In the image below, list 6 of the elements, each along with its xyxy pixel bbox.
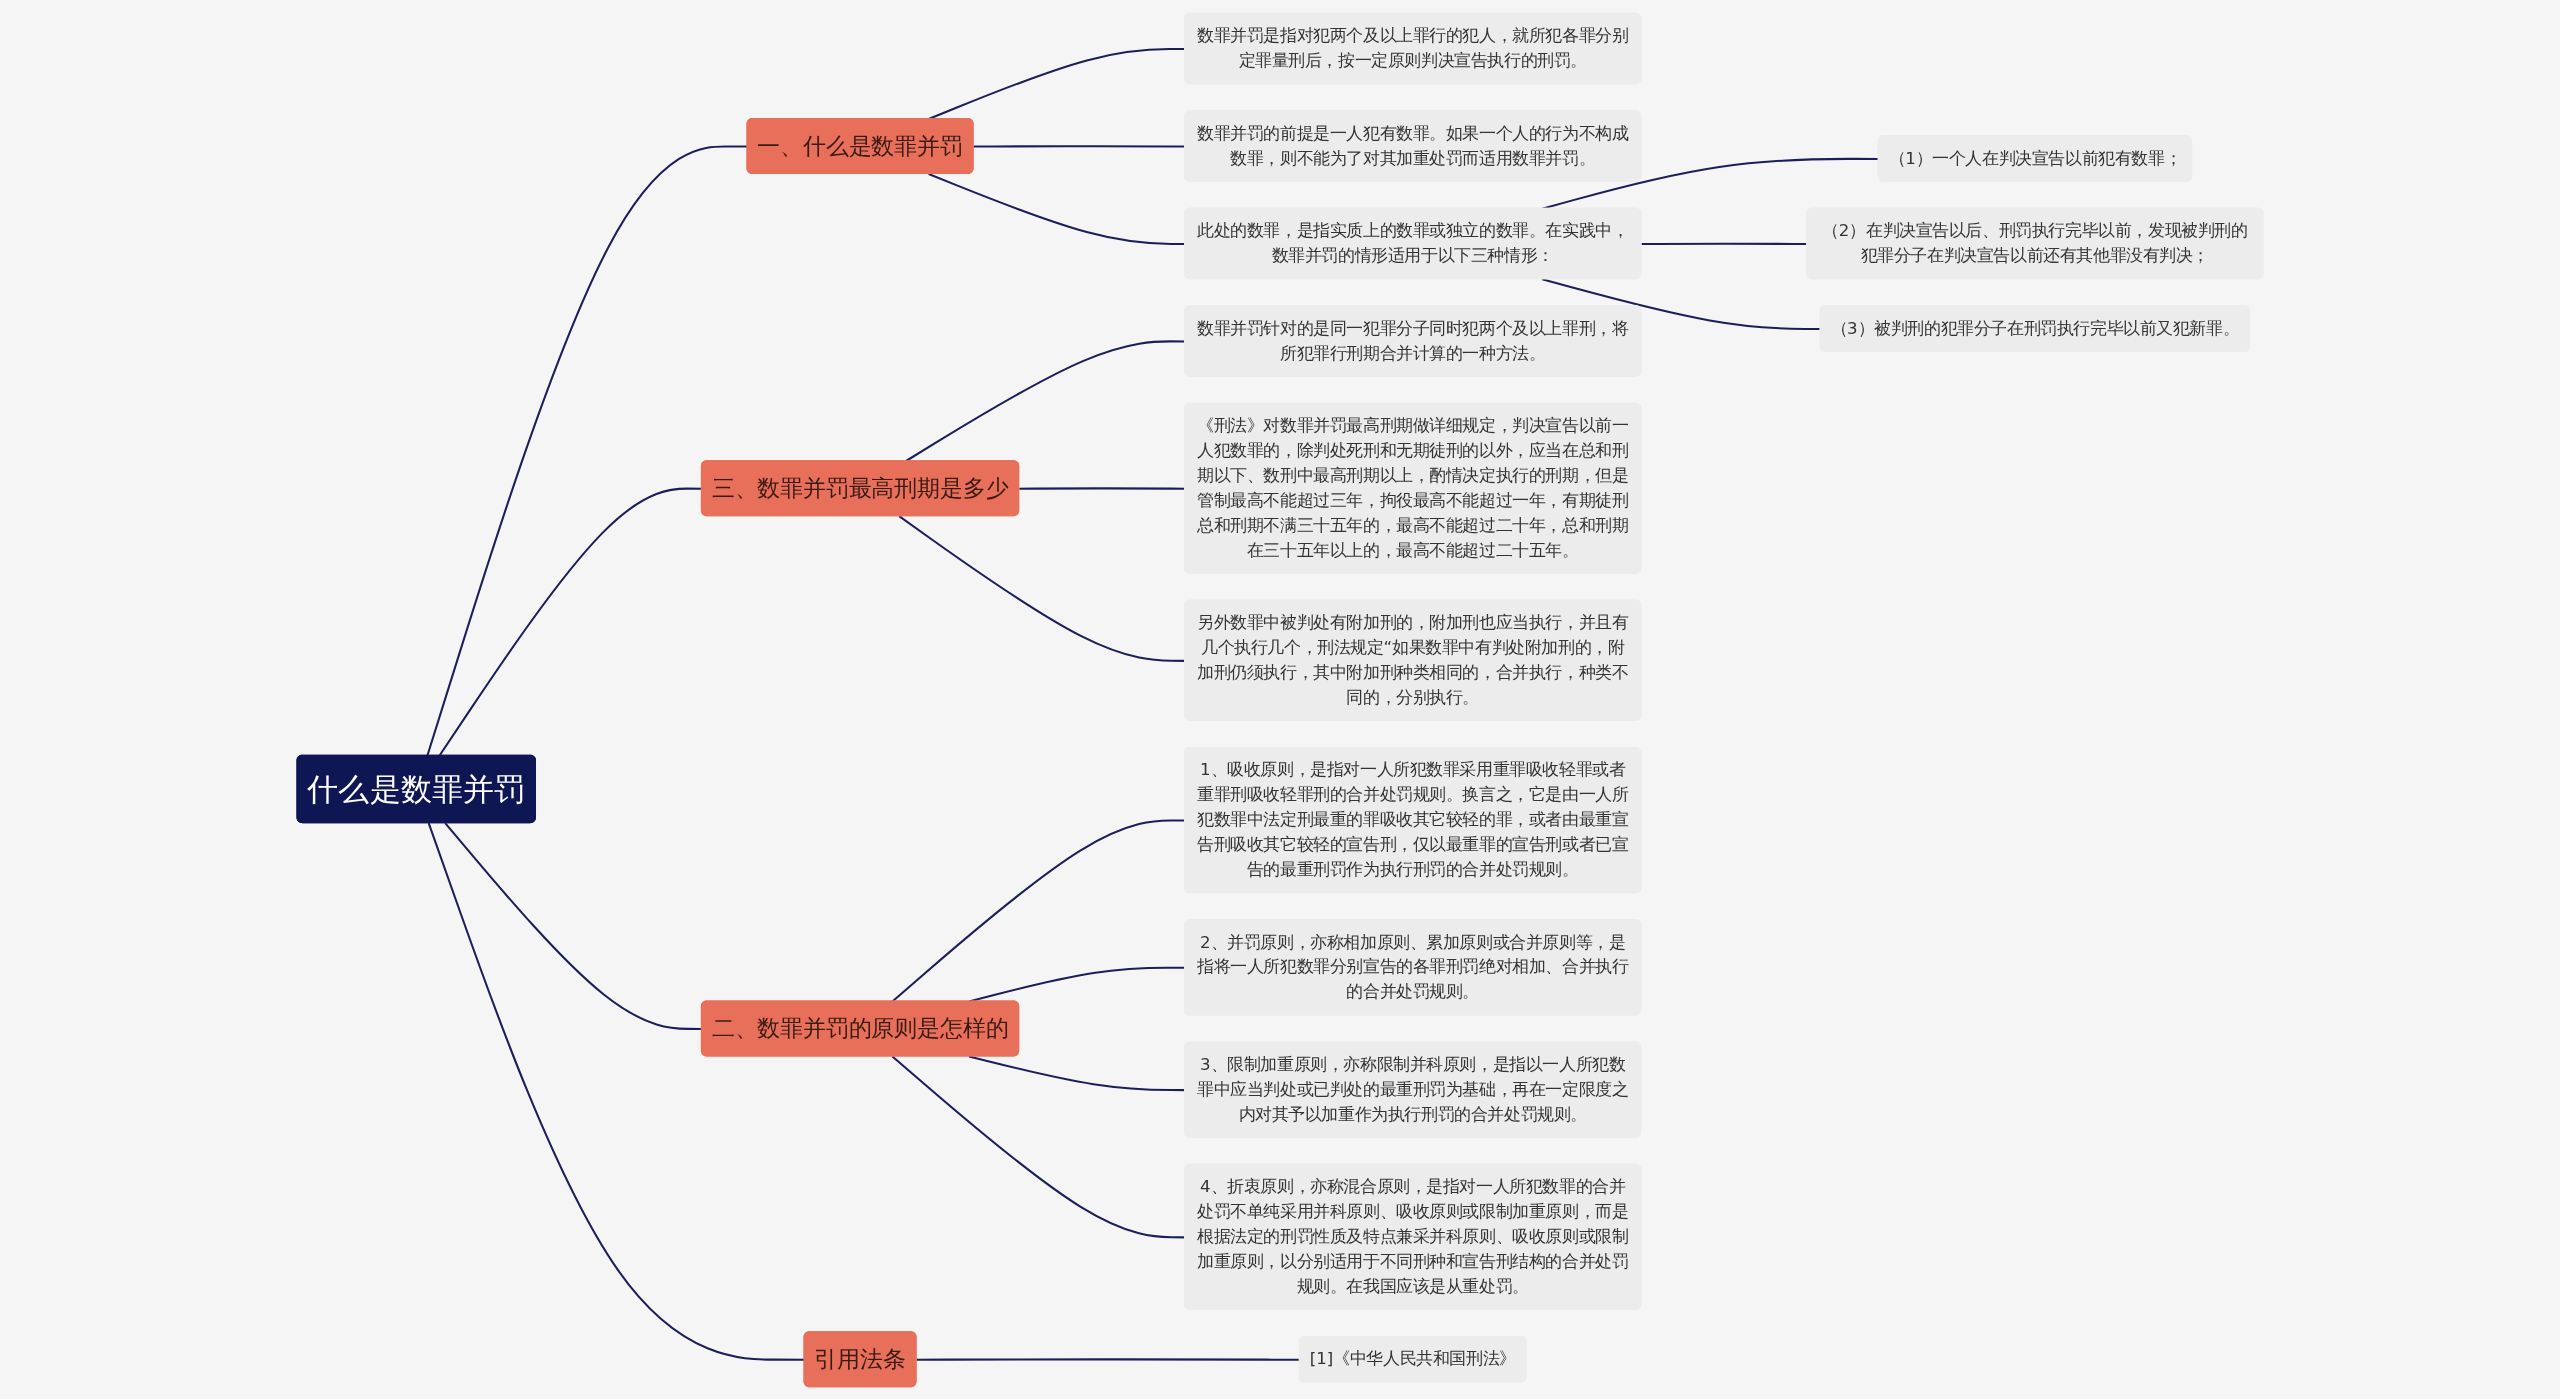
connector bbox=[427, 822, 805, 1361]
connector bbox=[916, 1357, 1300, 1361]
connector bbox=[1541, 277, 1821, 330]
connector bbox=[438, 487, 702, 756]
connector bbox=[426, 144, 748, 756]
connector bbox=[444, 821, 702, 1030]
